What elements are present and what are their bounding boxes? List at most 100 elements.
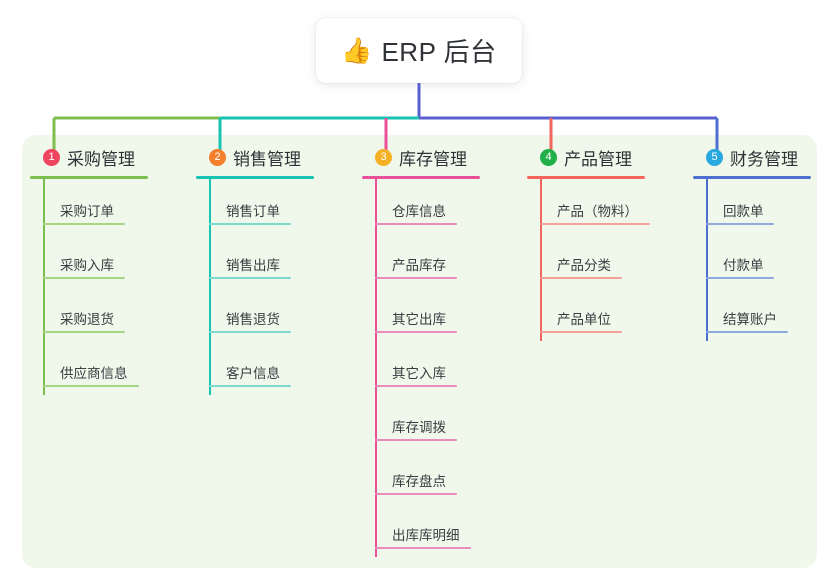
branch-item[interactable]: 结算账户 <box>693 287 811 341</box>
branch-item-rule <box>209 223 291 225</box>
branch-item[interactable]: 采购入库 <box>30 233 148 287</box>
branch-item-rule <box>209 331 291 333</box>
branch-number-badge: 4 <box>540 148 557 166</box>
branch-item-label: 产品单位 <box>557 312 611 327</box>
branch-item-label: 产品分类 <box>557 258 611 273</box>
branch-item-label: 出库库明细 <box>392 528 460 543</box>
root-node[interactable]: 👍 ERP 后台 <box>316 18 522 83</box>
branch-item-label: 其它出库 <box>392 312 446 327</box>
branch-item-label: 产品（物料） <box>557 204 638 219</box>
branch-item-rule <box>209 385 291 387</box>
branch-item-label: 付款单 <box>723 258 764 273</box>
branch-item-rule <box>375 277 457 279</box>
branch-column: 5 财务管理回款单付款单结算账户 <box>693 145 811 341</box>
branch-item[interactable]: 回款单 <box>693 179 811 233</box>
branch-item[interactable]: 仓库信息 <box>362 179 480 233</box>
branch-spine <box>706 179 708 341</box>
branch-item[interactable]: 付款单 <box>693 233 811 287</box>
branch-number-badge: 1 <box>43 148 60 166</box>
branch-header[interactable]: 3 库存管理 <box>362 145 480 169</box>
branch-item[interactable]: 销售订单 <box>196 179 314 233</box>
branch-item-rule <box>375 439 457 441</box>
branch-item-label: 采购退货 <box>60 312 114 327</box>
branch-column: 4 产品管理产品（物料） 产品分类产品单位 <box>527 145 650 341</box>
branch-header[interactable]: 4 产品管理 <box>527 145 645 169</box>
branch-item-rule <box>43 223 125 225</box>
branch-item-label: 回款单 <box>723 204 764 219</box>
branch-item-list: 回款单付款单结算账户 <box>693 179 811 341</box>
branch-item-rule <box>375 223 457 225</box>
branch-item-list: 销售订单销售出库销售退货客户信息 <box>196 179 314 395</box>
branch-item-label: 销售订单 <box>226 204 280 219</box>
branch-column: 1 采购管理采购订单采购入库采购退货供应商信息 <box>30 145 148 395</box>
branch-item[interactable]: 客户信息 <box>196 341 314 395</box>
branch-item-rule <box>540 331 622 333</box>
branch-header[interactable]: 1 采购管理 <box>30 145 148 169</box>
branch-item[interactable]: 供应商信息 <box>30 341 148 395</box>
branch-item[interactable]: 采购订单 <box>30 179 148 233</box>
branch-underline <box>196 176 314 179</box>
branch-item[interactable]: 库存盘点 <box>362 449 480 503</box>
branch-item-label: 采购订单 <box>60 204 114 219</box>
thumbs-up-icon: 👍 <box>341 36 373 65</box>
branch-spine <box>375 179 377 557</box>
branch-item[interactable]: 库存调拨 <box>362 395 480 449</box>
branch-item-label: 仓库信息 <box>392 204 446 219</box>
branch-item-label: 采购入库 <box>60 258 114 273</box>
branch-item-rule <box>375 493 457 495</box>
branch-item[interactable]: 采购退货 <box>30 287 148 341</box>
branch-item-label: 客户信息 <box>226 366 280 381</box>
branch-header[interactable]: 2 销售管理 <box>196 145 314 169</box>
root-node-content: 👍 ERP 后台 <box>341 32 496 69</box>
root-title: ERP 后台 <box>381 37 497 67</box>
branch-item[interactable]: 产品（物料） <box>527 179 650 233</box>
branch-number-badge: 5 <box>706 148 723 166</box>
branch-item[interactable]: 产品分类 <box>527 233 645 287</box>
branch-item[interactable]: 其它入库 <box>362 341 480 395</box>
branch-spine <box>209 179 211 395</box>
branch-item-label: 结算账户 <box>723 312 777 327</box>
branch-item-list: 采购订单采购入库采购退货供应商信息 <box>30 179 148 395</box>
branch-header[interactable]: 5 财务管理 <box>693 145 811 169</box>
branch-column: 2 销售管理销售订单销售出库销售退货客户信息 <box>196 145 314 395</box>
branch-item-label: 销售出库 <box>226 258 280 273</box>
branch-number-badge: 2 <box>209 148 226 166</box>
branch-item-rule <box>375 331 457 333</box>
branch-title: 产品管理 <box>564 149 632 169</box>
branch-title: 销售管理 <box>233 149 301 169</box>
branch-spine <box>43 179 45 395</box>
branch-item-label: 其它入库 <box>392 366 446 381</box>
branch-number-badge: 3 <box>375 148 392 166</box>
branch-item[interactable]: 销售出库 <box>196 233 314 287</box>
branch-item-label: 库存调拨 <box>392 420 446 435</box>
branch-item-rule <box>375 547 471 549</box>
branch-column: 3 库存管理仓库信息产品库存其它出库其它入库库存调拨库存盘点出库库明细 <box>362 145 480 557</box>
branch-item-rule <box>540 277 622 279</box>
branch-item-rule <box>43 331 125 333</box>
branch-item-label: 产品库存 <box>392 258 446 273</box>
branch-title: 库存管理 <box>399 149 467 169</box>
branch-item-rule <box>375 385 457 387</box>
branch-item-rule <box>43 385 139 387</box>
branch-item-label: 供应商信息 <box>60 366 128 381</box>
branch-underline <box>362 176 480 179</box>
branch-item[interactable]: 其它出库 <box>362 287 480 341</box>
branch-item-label: 销售退货 <box>226 312 280 327</box>
branch-item-list: 产品（物料） 产品分类产品单位 <box>527 179 650 341</box>
branch-underline <box>693 176 811 179</box>
branch-item-rule <box>706 331 788 333</box>
branch-spine <box>540 179 542 341</box>
branch-item-list: 仓库信息产品库存其它出库其它入库库存调拨库存盘点出库库明细 <box>362 179 480 557</box>
branch-title: 财务管理 <box>730 149 798 169</box>
branch-item[interactable]: 销售退货 <box>196 287 314 341</box>
branch-item-label: 库存盘点 <box>392 474 446 489</box>
branch-item-rule <box>540 223 650 225</box>
branch-underline <box>30 176 148 179</box>
branch-title: 采购管理 <box>67 149 135 169</box>
branch-item[interactable]: 产品单位 <box>527 287 645 341</box>
branch-item[interactable]: 出库库明细 <box>362 503 480 557</box>
branch-item[interactable]: 产品库存 <box>362 233 480 287</box>
branch-item-rule <box>706 277 774 279</box>
branch-item-rule <box>43 277 125 279</box>
